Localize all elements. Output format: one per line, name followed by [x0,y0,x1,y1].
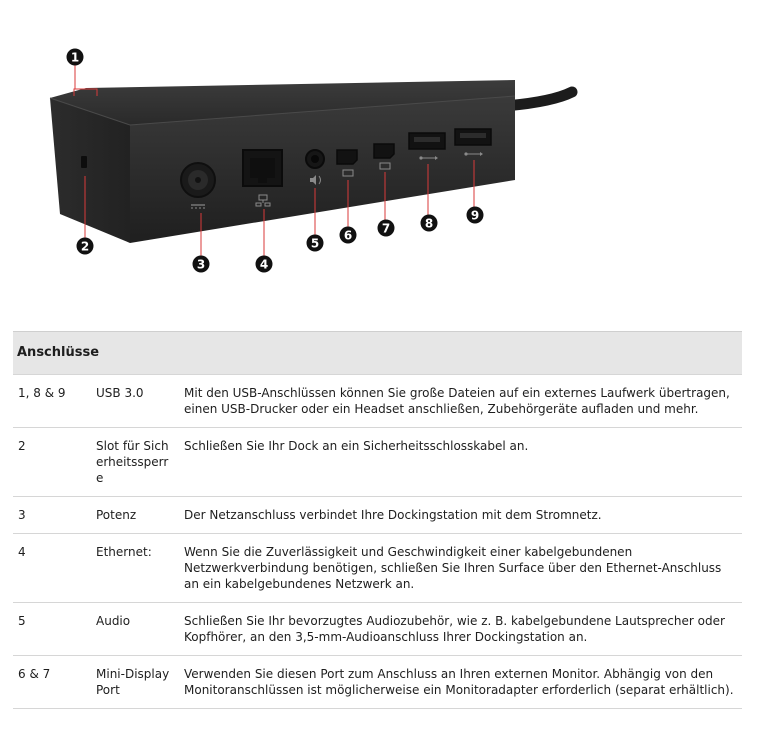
callout-9: 9 [466,206,484,224]
port-description: Schließen Sie Ihr bevorzugtes Audiozubeh… [179,602,742,656]
svg-text:9: 9 [471,209,479,223]
callout-2: 2 [76,237,94,255]
callout-8: 8 [420,214,438,232]
port-name: USB 3.0 [91,374,179,428]
svg-text:5: 5 [311,237,319,251]
port-number: 3 [13,496,91,534]
table-row: 6 & 7 Mini-DisplayPort Verwenden Sie die… [13,655,742,709]
svg-text:6: 6 [344,229,352,243]
port-name: Mini-DisplayPort [91,655,179,709]
mini-displayport-1-icon [336,149,358,177]
dc-power-port-icon [180,162,216,209]
port-description: Der Netzanschluss verbindet Ihre Docking… [179,496,742,534]
svg-text:2: 2 [81,240,89,254]
port-number: 2 [13,427,91,497]
svg-text:8: 8 [425,217,433,231]
port-description: Mit den USB-Anschlüssen können Sie große… [179,374,742,428]
port-name: Potenz [91,496,179,534]
table-header: Anschlüsse [13,331,742,375]
table-header-row: Anschlüsse [13,331,742,375]
power-cable [499,86,578,112]
port-description: Verwenden Sie diesen Port zum Anschluss … [179,655,742,709]
port-name: Audio [91,602,179,656]
callout-4: 4 [255,255,273,273]
callout-1: 1 [66,48,84,66]
table-row: 3 Potenz Der Netzanschluss verbindet Ihr… [13,496,742,534]
usb-port-2-icon [454,128,492,156]
callout-3: 3 [192,255,210,273]
callout-5: 5 [306,234,324,252]
table-row: 1, 8 & 9 USB 3.0 Mit den USB-Anschlüssen… [13,374,742,428]
table-row: 4 Ethernet: Wenn Sie die Zuverlässigkeit… [13,533,742,603]
port-description: Schließen Sie Ihr Dock an ein Sicherheit… [179,427,742,497]
dock-figure: 1 2 3 4 5 6 7 8 9 [0,0,772,320]
callout-leader-lines [73,62,475,257]
svg-text:3: 3 [197,258,205,272]
port-name: Ethernet: [91,533,179,603]
usb-port-1-icon [408,132,446,160]
audio-jack-icon [305,149,325,185]
svg-text:4: 4 [260,258,268,272]
table-row: 5 Audio Schließen Sie Ihr bevorzugtes Au… [13,602,742,656]
svg-text:7: 7 [382,222,390,236]
port-number: 4 [13,533,91,603]
callout-7: 7 [377,219,395,237]
port-name: Slot für Sicherheitssperre [91,427,179,497]
kensington-lock-slot-icon [81,156,87,168]
callout-6: 6 [339,226,357,244]
port-number: 1, 8 & 9 [13,374,91,428]
port-number: 6 & 7 [13,655,91,709]
port-description: Wenn Sie die Zuverlässigkeit und Geschwi… [179,533,742,603]
mini-displayport-2-icon [373,143,395,170]
dock-illustration: 1 2 3 4 5 6 7 8 9 [49,48,578,273]
port-number: 5 [13,602,91,656]
ethernet-port-icon [242,149,283,207]
ports-table: Anschlüsse 1, 8 & 9 USB 3.0 Mit den USB-… [13,331,742,709]
svg-text:1: 1 [71,51,79,65]
table-row: 2 Slot für Sicherheitssperre Schließen S… [13,427,742,497]
